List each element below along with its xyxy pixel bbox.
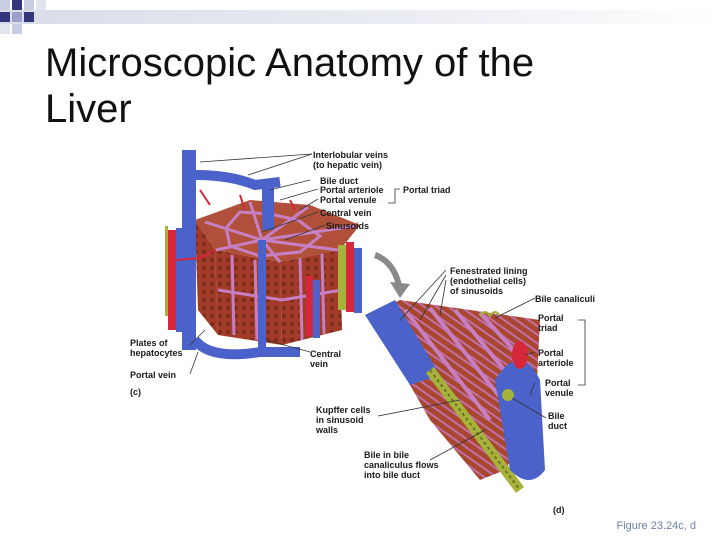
label-central-vein-c: Central vein [320, 208, 372, 218]
central-vein-d [365, 300, 440, 385]
slide-title: Microscopic Anatomy of the Liver [45, 40, 534, 132]
label-portal-arteriole-d: Portal arteriole [538, 348, 574, 368]
label-plates-of-hepatocytes: Plates of hepatocytes [130, 338, 183, 358]
slide-title-line2: Liver [45, 87, 132, 131]
label-portal-arteriole-c: Portal arteriole [320, 185, 384, 195]
sinusoid-network [204, 201, 356, 263]
figure-caption: Figure 23.24c, d [616, 520, 697, 532]
label-portal-venule-c: Portal venule [320, 195, 377, 205]
label-interlobular-veins: Interlobular veins (to hepatic vein) [313, 150, 389, 170]
label-bile-duct-d: Bile duct [548, 411, 567, 431]
label-fenestrated-lining: Fenestrated lining (endothelial cells) o… [450, 266, 528, 296]
panel-c-lobule [165, 150, 362, 360]
central-vein-shape [258, 240, 266, 350]
label-bile-canaliculi: Bile canaliculi [535, 294, 596, 304]
leader-lines [189, 153, 586, 461]
label-panel-d: (d) [553, 505, 565, 515]
label-bile-flow: Bile in bile canaliculus flows into bile… [364, 450, 439, 480]
label-bile-duct-c: Bile duct [320, 176, 359, 186]
label-portal-triad-c: Portal triad [403, 185, 451, 195]
label-central-vein-lower: Central vein [310, 349, 342, 369]
top-decor-graphic [0, 0, 720, 34]
slide-title-line1: Microscopic Anatomy of the [45, 41, 535, 85]
top-decor-bar [0, 0, 720, 40]
label-portal-venule-d: Portal venule [545, 378, 574, 398]
portal-arteriole-d [512, 341, 528, 369]
label-portal-vein: Portal vein [130, 370, 177, 380]
lobule-left-face [195, 220, 218, 335]
panel-d-sinusoid [365, 300, 545, 493]
label-panel-c: (c) [130, 387, 141, 397]
interlobular-vein-shape [182, 150, 196, 350]
label-sinusoids: Sinusoids [326, 221, 370, 231]
portal-vein-shape [191, 336, 300, 360]
label-kupffer-cells: Kupffer cells in sinusoid walls [316, 405, 371, 435]
label-portal-triad-d: Portal triad [538, 313, 564, 333]
